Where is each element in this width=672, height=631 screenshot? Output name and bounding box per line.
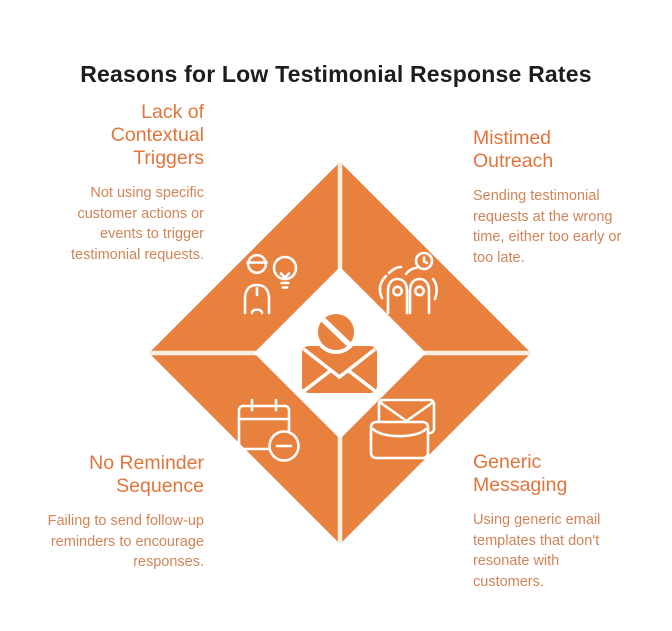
- section-heading: No Reminder Sequence: [89, 452, 204, 497]
- section-top-left: Lack of Contextual Triggers Not using sp…: [29, 101, 204, 265]
- section-bottom-left: No Reminder Sequence Failing to send fol…: [19, 452, 204, 573]
- section-description: Not using specific customer actions or e…: [71, 185, 204, 263]
- section-description: Sending testimonial requests at the wron…: [473, 188, 622, 266]
- double-envelope-icon: [369, 398, 436, 460]
- section-description: Using generic email templates that don't…: [473, 512, 601, 590]
- section-heading: Generic Messaging: [473, 451, 568, 496]
- section-top-right: Mistimed Outreach Sending testimonial re…: [473, 127, 648, 268]
- person-lightbulb-icon: [243, 253, 298, 315]
- people-clock-icon: [378, 251, 439, 315]
- blocked-email-icon: [302, 310, 377, 393]
- section-heading: Lack of Contextual Triggers: [110, 101, 204, 169]
- calendar-minus-icon: [237, 398, 300, 462]
- section-description: Failing to send follow-up reminders to e…: [47, 513, 204, 570]
- page-title: Reasons for Low Testimonial Response Rat…: [80, 61, 592, 88]
- section-heading: Mistimed Outreach: [473, 127, 554, 172]
- section-bottom-right: Generic Messaging Using generic email te…: [473, 451, 638, 592]
